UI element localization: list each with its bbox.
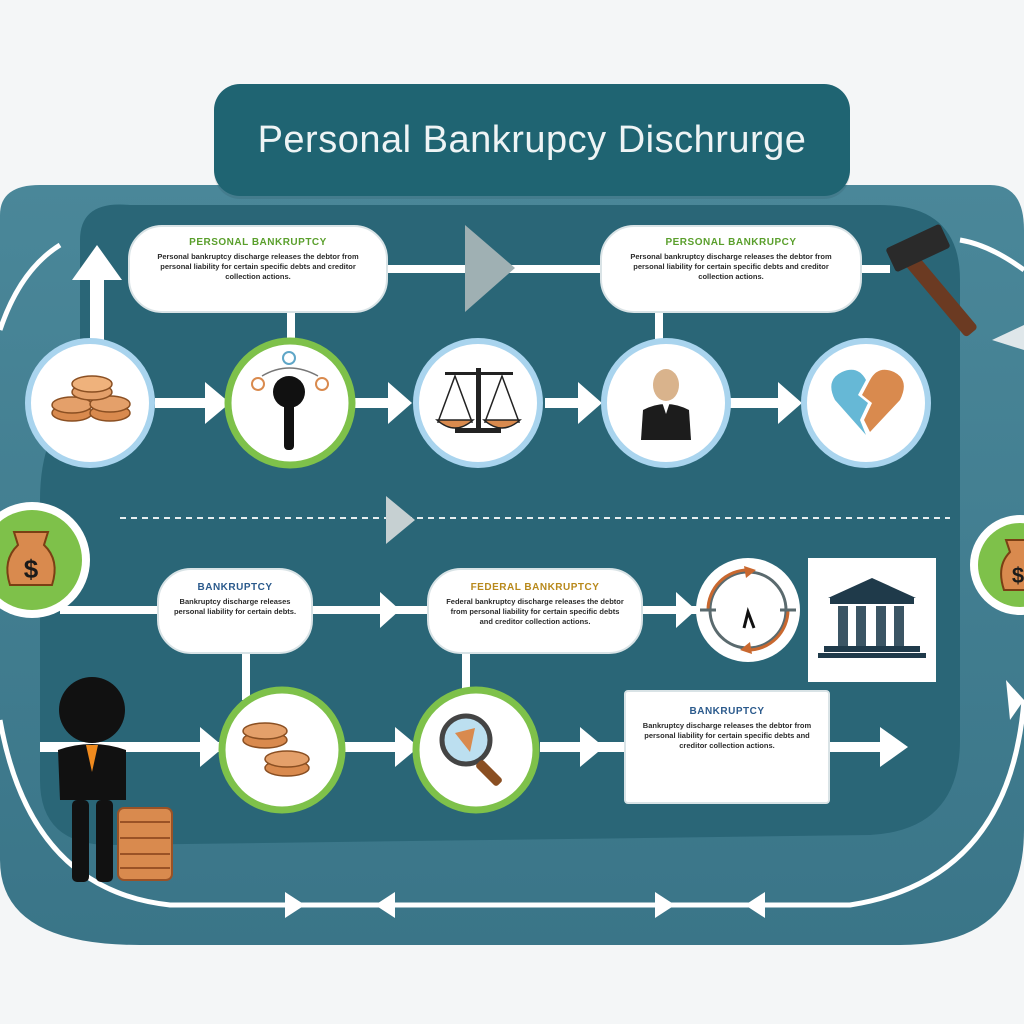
right-edge-arrow-lower	[1006, 680, 1024, 720]
keyhole-icon	[224, 337, 356, 469]
card-body: Bankruptcy discharge releases the debtor…	[642, 721, 812, 750]
card-heading: BANKRUPTCY	[197, 582, 273, 593]
card-mid-center: FEDERAL BANKRUPTCY Federal bankruptcy di…	[427, 568, 643, 654]
bottom-loop-arrows	[285, 892, 765, 918]
svg-text:$: $	[24, 554, 39, 584]
card-body: Federal bankruptcy discharge releases th…	[446, 597, 624, 626]
svg-text:$: $	[1012, 563, 1024, 588]
outer-loop	[0, 237, 1024, 908]
businessman-icon	[58, 677, 173, 882]
row2-connectors	[60, 592, 700, 700]
broken-heart-icon	[801, 338, 931, 468]
person-icon	[601, 338, 731, 468]
dashed-divider	[120, 496, 950, 544]
title-banner: Personal Bankrupcy Dischrurge	[214, 84, 850, 196]
right-edge-arrow	[992, 325, 1024, 350]
cycle-icon	[696, 558, 800, 662]
scales-icon	[413, 338, 543, 468]
coins-icon-row3	[218, 686, 346, 814]
card-top-right: PERSONAL BANKRUPCY Personal bankruptcy d…	[600, 225, 862, 313]
magnifier-icon	[412, 686, 540, 814]
card-top-left: PERSONAL BANKRUPTCY Personal bankruptcy …	[128, 225, 388, 313]
card-bottom-right: BANKRUPTCY Bankruptcy discharge releases…	[624, 690, 830, 804]
card-body: Personal bankruptcy discharge releases t…	[630, 252, 832, 281]
money-bag-icon-right: $	[970, 515, 1024, 615]
row1-connectors	[155, 382, 802, 424]
top-flow	[287, 225, 890, 342]
money-bag-icon: $	[0, 502, 90, 618]
coins-icon	[25, 338, 155, 468]
card-heading: PERSONAL BANKRUPCY	[665, 237, 797, 248]
up-arrow-left	[72, 245, 122, 347]
gavel-icon	[886, 224, 977, 337]
card-mid-left: BANKRUPTCY Bankruptcy discharge releases…	[157, 568, 313, 654]
courthouse-icon	[808, 558, 936, 682]
card-body: Bankruptcy discharge releases personal l…	[173, 597, 297, 616]
card-heading: FEDERAL BANKRUPTCY	[470, 582, 600, 593]
row3-connectors	[40, 727, 908, 767]
page-title: Personal Bankrupcy Dischrurge	[257, 118, 807, 161]
card-heading: PERSONAL BANKRUPTCY	[189, 237, 327, 248]
card-heading: BANKRUPTCY	[689, 706, 765, 717]
card-body: Personal bankruptcy discharge releases t…	[157, 252, 359, 281]
